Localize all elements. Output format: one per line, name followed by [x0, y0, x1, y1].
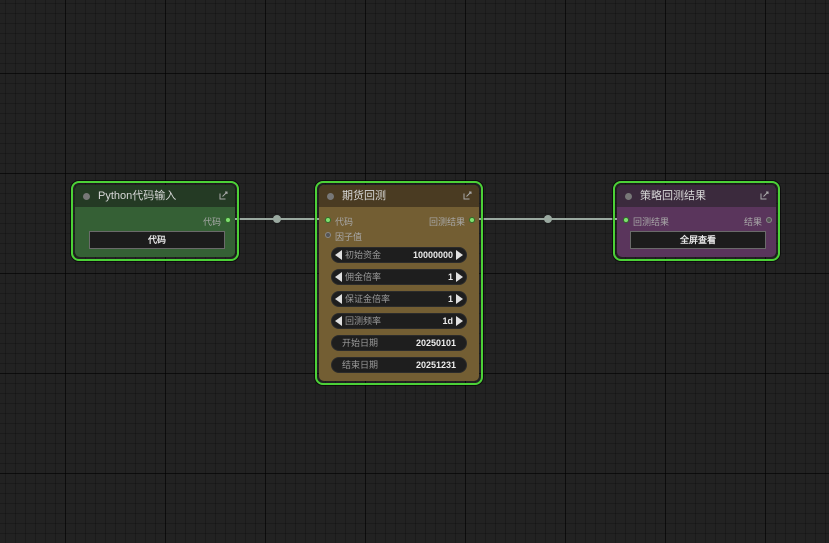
input-slot-label-code: 代码 — [335, 217, 354, 227]
edit-icon[interactable] — [463, 191, 472, 200]
output-port-code[interactable] — [225, 217, 231, 223]
output-slot-label-backtest-result: 回测结果 — [428, 217, 465, 227]
widget-value: 10000000 — [412, 250, 453, 260]
output-slot-label: 代码 — [202, 217, 221, 227]
widget-label: 结束日期 — [342, 360, 379, 370]
node-result-body: 策略回测结果 回测结果 结果 全屏查看 — [617, 185, 776, 257]
node-futures-body: 期货回测 代码 因子值 回测结果 初始资金 10000000 佣金倍率 1 保证… — [319, 185, 479, 381]
output-port-result[interactable] — [766, 217, 772, 223]
previous-option-arrow-icon[interactable] — [335, 316, 342, 326]
next-option-arrow-icon[interactable] — [456, 316, 463, 326]
widget-end-date[interactable]: 结束日期 20251231 — [331, 357, 467, 373]
node-result-title-bar[interactable]: 策略回测结果 — [617, 185, 776, 207]
input-port-code[interactable] — [325, 217, 331, 223]
decrement-arrow-icon[interactable] — [335, 250, 342, 260]
increment-arrow-icon[interactable] — [456, 294, 463, 304]
widget-value: 20251231 — [415, 360, 456, 370]
widget-label: 初始资金 — [345, 250, 382, 260]
widget-value: 20250101 — [415, 338, 456, 348]
decrement-arrow-icon[interactable] — [335, 294, 342, 304]
node-python-title-bar[interactable]: Python代码输入 — [75, 185, 235, 207]
widget-value: 1 — [447, 272, 453, 282]
widget-commission-multiplier[interactable]: 佣金倍率 1 — [331, 269, 467, 285]
output-slot-label-result: 结果 — [743, 217, 762, 227]
widget-label: 佣金倍率 — [345, 272, 382, 282]
widget-value: 1 — [447, 294, 453, 304]
node-python-body: Python代码输入 代码 代码 — [75, 185, 235, 257]
node-futures-title-bar[interactable]: 期货回测 — [319, 185, 479, 207]
widget-initial-capital[interactable]: 初始资金 10000000 — [331, 247, 467, 263]
widget-label: 回测频率 — [345, 316, 382, 326]
widget-label: 开始日期 — [342, 338, 379, 348]
input-slot-label-backtest-result: 回测结果 — [633, 217, 670, 227]
input-port-backtest-result[interactable] — [623, 217, 629, 223]
node-strategy-result[interactable]: 策略回测结果 回测结果 结果 全屏查看 — [613, 181, 780, 261]
widget-label: 保证金倍率 — [345, 294, 391, 304]
node-futures-backtest[interactable]: 期货回测 代码 因子值 回测结果 初始资金 10000000 佣金倍率 1 保证… — [315, 181, 483, 385]
link-code-midpoint[interactable] — [273, 215, 281, 223]
link-backtest-result-midpoint[interactable] — [544, 215, 552, 223]
node-result-title: 策略回测结果 — [640, 190, 706, 202]
node-python-title: Python代码输入 — [98, 190, 177, 202]
output-port-backtest-result[interactable] — [469, 217, 475, 223]
input-slot-label-factor: 因子值 — [335, 232, 363, 242]
collapse-dot-icon[interactable] — [83, 193, 90, 200]
increment-arrow-icon[interactable] — [456, 250, 463, 260]
increment-arrow-icon[interactable] — [456, 272, 463, 282]
fullscreen-view-button[interactable]: 全屏查看 — [630, 231, 766, 249]
collapse-dot-icon[interactable] — [327, 193, 334, 200]
widget-start-date[interactable]: 开始日期 20250101 — [331, 335, 467, 351]
input-port-factor[interactable] — [325, 232, 331, 238]
edit-icon[interactable] — [760, 191, 769, 200]
widget-value: 1d — [442, 316, 453, 326]
node-futures-title: 期货回测 — [342, 190, 386, 202]
code-button[interactable]: 代码 — [89, 231, 225, 249]
widget-backtest-frequency[interactable]: 回测频率 1d — [331, 313, 467, 329]
collapse-dot-icon[interactable] — [625, 193, 632, 200]
widget-margin-multiplier[interactable]: 保证金倍率 1 — [331, 291, 467, 307]
decrement-arrow-icon[interactable] — [335, 272, 342, 282]
edit-icon[interactable] — [219, 191, 228, 200]
node-python-code-input[interactable]: Python代码输入 代码 代码 — [71, 181, 239, 261]
